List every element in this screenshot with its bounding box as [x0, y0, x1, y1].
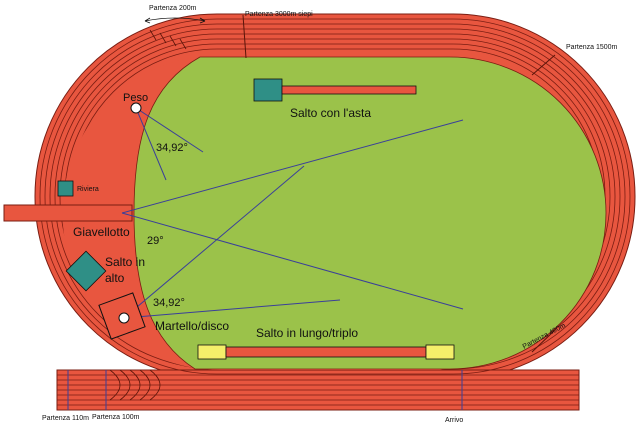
- start-markers: [67, 14, 556, 410]
- staggered-marks-200m: [149, 29, 187, 50]
- label-martello-disco: Martello/disco: [155, 319, 229, 333]
- long-jump-runway: [225, 346, 427, 358]
- riviera-pit: [57, 180, 74, 197]
- staggered-curves-bottom: [109, 369, 161, 401]
- arrow-200m: [144, 17, 206, 22]
- label-peso: Peso: [123, 92, 148, 104]
- label-salto-in-alto-line2: alto: [105, 271, 125, 285]
- label-angle-giavellotto: 29°: [147, 235, 164, 247]
- label-angle-peso: 34,92°: [156, 142, 188, 154]
- label-salto-lungo-triplo: Salto in lungo/triplo: [256, 326, 358, 340]
- label-partenza-100m: Partenza 100m: [92, 414, 140, 421]
- label-partenza-3000m-siepi: Partenza 3000m siepi: [245, 11, 313, 18]
- label-salto-in-alto-line1: Salto in: [105, 255, 145, 269]
- pole-vault-runway: [281, 85, 417, 95]
- long-jump-pit-left: [197, 344, 227, 360]
- sector-lines: [121, 107, 464, 319]
- straight-lane-lines: [57, 374, 579, 406]
- hammer-discus-circle: [118, 312, 130, 324]
- infield-green: [133, 56, 607, 370]
- long-jump-pit-right: [425, 344, 455, 360]
- label-partenza-200m: Partenza 200m: [149, 5, 197, 12]
- shot-put-circle: [130, 102, 142, 114]
- label-partenza-110m: Partenza 110m: [42, 415, 89, 422]
- label-giavellotto: Giavellotto: [73, 225, 130, 239]
- label-arrivo: Arrivo: [445, 417, 463, 424]
- pole-vault-pit: [253, 78, 283, 102]
- label-riviera: Riviera: [77, 186, 99, 193]
- label-salto-con-asta: Salto con l'asta: [290, 106, 371, 120]
- label-partenza-1500m: Partenza 1500m: [566, 44, 618, 51]
- label-angle-martello: 34,92°: [153, 297, 185, 309]
- javelin-runway: [3, 204, 133, 222]
- high-jump-area: [65, 250, 107, 292]
